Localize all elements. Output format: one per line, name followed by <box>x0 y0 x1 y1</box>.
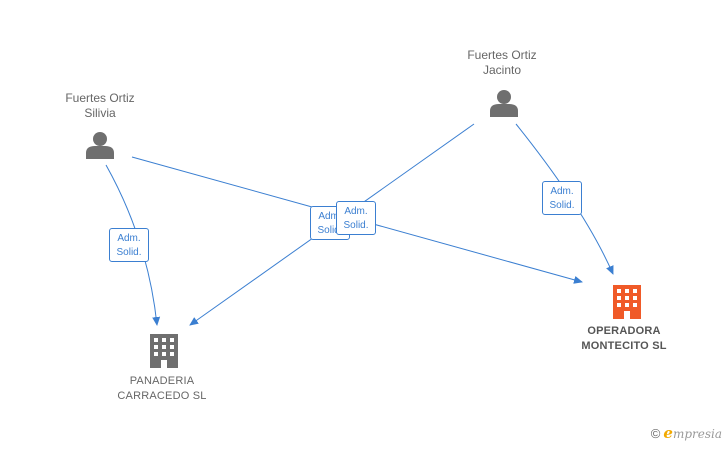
person-label-jacinto[interactable]: Fuertes Ortiz Jacinto <box>467 48 536 78</box>
role-line2: Solid. <box>116 247 142 258</box>
company-name-line2: CARRACEDO SL <box>117 390 207 402</box>
role-line2: Solid. <box>317 225 343 236</box>
person-name-line1: Fuertes Ortiz <box>467 48 537 62</box>
person-icon <box>86 132 114 159</box>
brand-watermark: ©empresia <box>651 424 722 442</box>
company-name-line2: MONTECITO SL <box>581 340 667 352</box>
edge-role-badge[interactable]: Adm. Solid. <box>109 228 149 262</box>
building-icon <box>150 334 178 368</box>
brand-initial: e <box>663 424 673 442</box>
person-icon <box>490 90 518 117</box>
role-line1: Adm. <box>117 233 141 244</box>
copyright-symbol: © <box>650 426 661 441</box>
edge-role-badge[interactable]: Adm. Solid. <box>542 181 582 215</box>
company-label-panaderia[interactable]: PANADERIA CARRACEDO SL <box>117 374 206 404</box>
company-name-line1: PANADERIA <box>129 375 195 387</box>
company-label-operadora[interactable]: OPERADORA MONTECITO SL <box>581 324 666 354</box>
role-line2: Solid. <box>343 220 369 231</box>
person-name-line1: Fuertes Ortiz <box>65 91 135 105</box>
role-line1: Adm. <box>318 211 342 222</box>
role-line1: Adm. <box>344 206 368 217</box>
edge-role-badge[interactable]: Adm. Solid. <box>336 201 376 235</box>
person-name-line2: Jacinto <box>482 63 522 77</box>
person-name-line2: Silivia <box>84 106 116 120</box>
role-line1: Adm. <box>550 186 574 197</box>
brand-name: mpresia <box>672 427 722 441</box>
person-label-silvia[interactable]: Fuertes Ortiz Silivia <box>65 91 134 121</box>
building-icon <box>613 285 641 319</box>
role-line2: Solid. <box>549 200 575 211</box>
company-name-line1: OPERADORA <box>587 325 661 337</box>
